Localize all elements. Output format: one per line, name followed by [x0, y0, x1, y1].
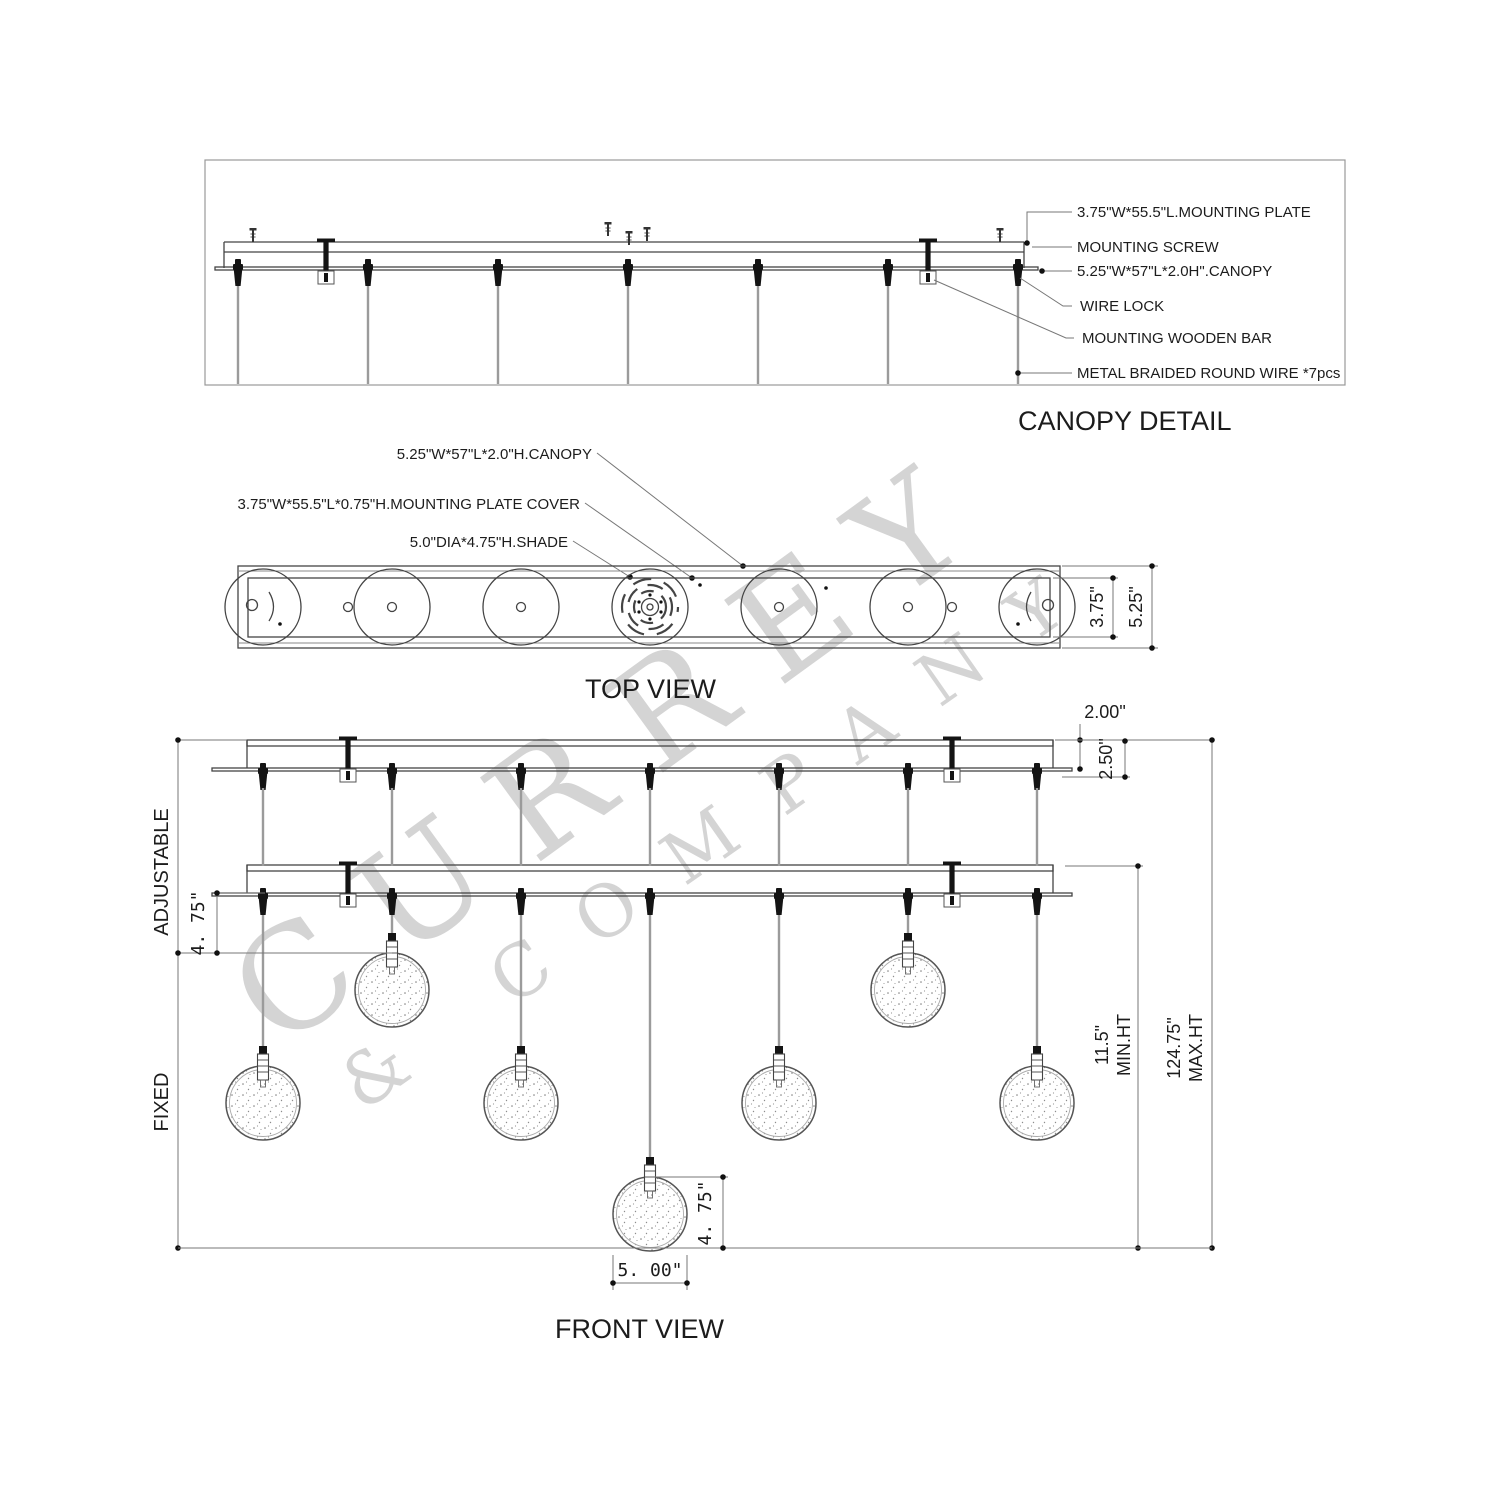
top-shade-circles	[224, 568, 1076, 646]
canopy-inset-dim: 2.00"	[1084, 702, 1125, 722]
mounting-plate	[223, 241, 1025, 268]
top-shade-label: 5.0"DIA*4.75"H.SHADE	[410, 534, 568, 551]
wooden-bar-label: MOUNTING WOODEN BAR	[1082, 330, 1272, 347]
max-height-value: 124.75"	[1164, 1017, 1184, 1078]
canopy-detail-labels: 3.75"W*55.5"L.MOUNTING PLATE MOUNTING SC…	[1077, 204, 1340, 382]
min-height-label: MIN.HT	[1114, 1014, 1134, 1076]
front-view-title: FRONT VIEW	[555, 1314, 725, 1344]
adjustable-label: ADJUSTABLE	[151, 808, 173, 935]
canopy-detail-title: CANOPY DETAIL	[1018, 406, 1232, 436]
driver-vent-pattern	[620, 577, 680, 637]
canopy-label: 5.25"W*57"L*2.0H".CANOPY	[1077, 263, 1272, 280]
wooden-bar-screw	[918, 238, 938, 285]
wire-lock-label: WIRE LOCK	[1080, 298, 1164, 315]
wooden-bar-screw	[316, 238, 336, 285]
top-plate-cover-label: 3.75"W*55.5"L*0.75"H.MOUNTING PLATE COVE…	[238, 496, 581, 513]
shade-height-dim: 4. 75"	[695, 1180, 716, 1245]
mounting-screw-label: MOUNTING SCREW	[1077, 239, 1220, 256]
front-topright-dimensions: 2.00" 2.50"	[1055, 702, 1212, 780]
top-canopy-label: 5.25"W*57"L*2.0"H.CANOPY	[397, 446, 592, 463]
top-view-title: TOP VIEW	[585, 674, 717, 704]
braided-wire-label: METAL BRAIDED ROUND WIRE *7pcs	[1077, 365, 1340, 382]
top-view-labels: 5.25"W*57"L*2.0"H.CANOPY 3.75"W*55.5"L*0…	[238, 446, 746, 581]
front-view: ADJUSTABLE FIXED 4. 75" 2.00" 2.50"	[151, 702, 1215, 1344]
drop-wires	[261, 915, 1039, 1158]
plate-width-dim: 3.75"	[1087, 586, 1107, 627]
top-view-dimensions: 3.75" 5.25"	[1053, 563, 1158, 651]
fixture-bar	[212, 862, 1072, 916]
braided-wires	[236, 286, 1020, 384]
suspension-wires	[261, 788, 1039, 866]
top-view: 5.25"W*57"L*2.0"H.CANOPY 3.75"W*55.5"L*0…	[224, 446, 1158, 704]
wire-locks	[233, 259, 1023, 286]
canopy-width-dim: 5.25"	[1126, 586, 1146, 627]
height-dimensions: 11.5" MIN.HT 124.75" MAX.HT	[178, 737, 1215, 1251]
drop-dim: 4. 75"	[188, 890, 209, 955]
ceiling-canopy-bar	[212, 737, 1072, 791]
shade-dimensions: 4. 75" 5. 00"	[610, 1174, 728, 1290]
fixed-label: FIXED	[151, 1073, 173, 1132]
min-height-value: 11.5"	[1092, 1025, 1112, 1065]
shade-dia-dim: 5. 00"	[617, 1260, 682, 1281]
max-height-label: MAX.HT	[1186, 1014, 1206, 1082]
mounting-plate-label: 3.75"W*55.5"L.MOUNTING PLATE	[1077, 204, 1311, 221]
canopy-detail-view: 3.75"W*55.5"L.MOUNTING PLATE MOUNTING SC…	[204, 159, 1346, 436]
canopy-height-dim: 2.50"	[1096, 738, 1116, 779]
keyhole-slots	[245, 591, 1055, 626]
canopy-detail-leaders	[933, 211, 1074, 376]
front-left-dimensions: ADJUSTABLE FIXED 4. 75"	[151, 737, 392, 1251]
